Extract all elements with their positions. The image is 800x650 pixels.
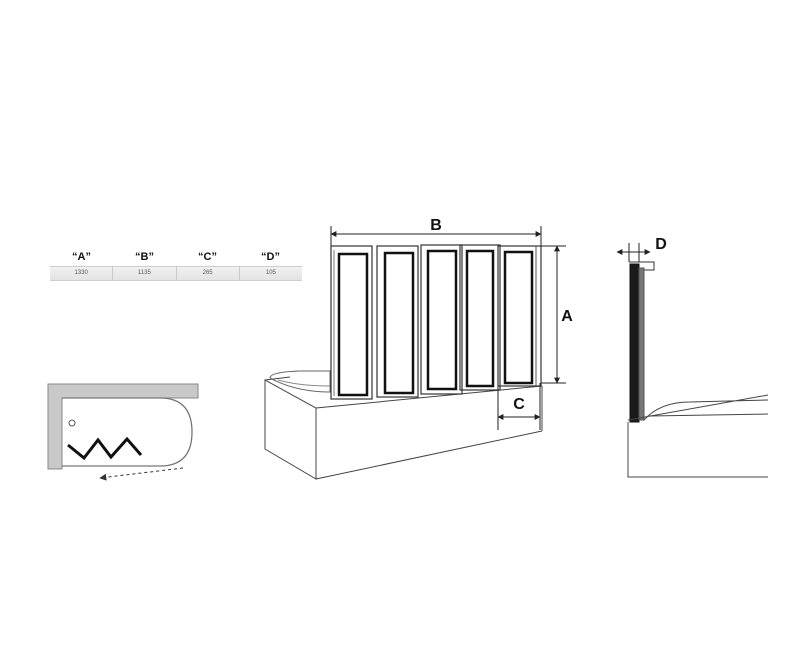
top-view-diagram [47,383,199,481]
front-view-diagram [264,226,566,480]
shower-screen-panels [330,244,542,400]
label-c: C [513,396,525,413]
bathtub-outline [264,376,543,480]
header-a: “A” [72,251,91,263]
value-d: 105 [265,270,276,276]
header-c: “C” [198,251,217,263]
header-d: “D” [261,251,280,263]
side-view-diagram [616,243,769,478]
label-b: B [430,217,442,234]
fold-direction-arrow [99,467,184,481]
label-a: A [561,308,573,325]
dimensions-value-row: 1330 1135 265 105 [50,266,302,281]
dimensions-table: “A” “B” “C” “D” 1330 1135 265 105 [50,251,302,281]
side-panel [629,263,640,423]
header-b: “B” [135,251,154,263]
value-a: 1330 [50,267,114,280]
dimensions-header-row: “A” “B” “C” “D” [50,251,302,266]
label-d: D [655,236,667,253]
side-bathtub [627,394,769,478]
value-b: 1135 [113,267,177,280]
value-c: 265 [177,267,240,280]
folding-screen-icon [67,436,143,461]
